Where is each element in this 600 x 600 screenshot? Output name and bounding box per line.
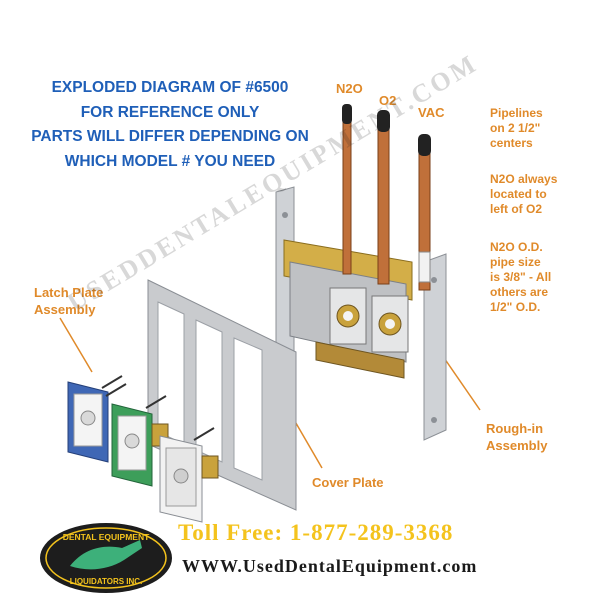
latch-plate-green xyxy=(111,395,169,487)
note-n2o-location: N2O always located to left of O2 xyxy=(490,172,558,216)
website-url[interactable]: WWW.UsedDentalEquipment.com xyxy=(182,556,478,576)
copper-pipe-n2o xyxy=(342,104,352,275)
logo-top-text: DENTAL EQUIPMENT xyxy=(63,532,150,542)
label-vac: VAC xyxy=(418,105,445,120)
heading-line-1: EXPLODED DIAGRAM OF #6500 xyxy=(51,79,289,96)
rough-in-outlet-o2 xyxy=(371,295,409,353)
heading-line-3: PARTS WILL DIFFER DEPENDING ON xyxy=(31,128,309,145)
heading-line-2: FOR REFERENCE ONLY xyxy=(80,103,260,121)
label-o2: O2 xyxy=(379,93,397,108)
rough-in-bottom-fitting xyxy=(315,341,405,379)
dental-equipment-liquidators-logo: DENTAL EQUIPMENT LIQUIDATORS INC. xyxy=(40,523,172,593)
rough-in-outlet-n2o xyxy=(329,287,367,345)
note-pipelines: Pipelines on 2 1/2" centers xyxy=(490,106,543,150)
note-pipe-size: N2O O.D. pipe size is 3/8" - All others … xyxy=(490,240,552,314)
diagram-heading: EXPLODED DIAGRAM OF #6500 FOR REFERENCE … xyxy=(10,76,330,174)
copper-pipe-o2 xyxy=(377,110,390,285)
leader-lines xyxy=(59,317,481,469)
label-rough-in-assembly: Rough-in Assembly xyxy=(486,421,548,453)
latch-plate-blue xyxy=(67,375,127,463)
copper-pipe-vac xyxy=(418,134,431,291)
rough-in-right-bracket xyxy=(423,253,447,441)
heading-line-4: WHICH MODEL # YOU NEED xyxy=(64,152,276,170)
label-n2o: N2O xyxy=(336,81,363,96)
latch-plate-white xyxy=(159,427,219,523)
toll-free-number: Toll Free: 1-877-289-3368 xyxy=(178,520,454,545)
label-latch-plate-assembly: Latch Plate Assembly xyxy=(34,285,104,317)
logo-bottom-text: LIQUIDATORS INC. xyxy=(70,577,143,586)
label-cover-plate: Cover Plate xyxy=(312,475,384,490)
